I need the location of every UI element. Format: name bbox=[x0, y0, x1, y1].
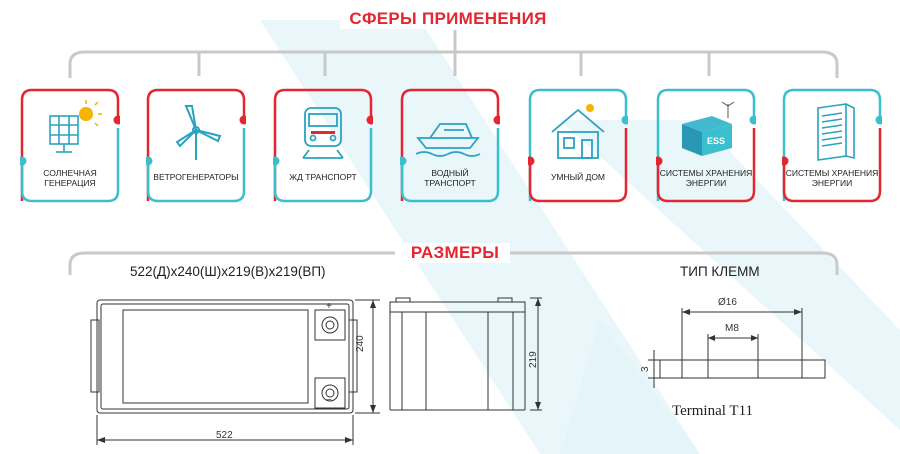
application-card-label-line: ВЕТРОГЕНЕРАТОРЫ bbox=[153, 172, 239, 182]
application-card-label-line: СОЛНЕЧНАЯ bbox=[43, 168, 97, 178]
height-dimension-label: 219 bbox=[528, 351, 539, 368]
applications-heading: СФЕРЫ ПРИМЕНЕНИЯ bbox=[340, 9, 556, 29]
application-card-label-line: УМНЫЙ ДОМ bbox=[550, 172, 606, 182]
application-card-label: УМНЫЙ ДОМ bbox=[528, 172, 628, 182]
wind-turbine-icon bbox=[175, 105, 222, 160]
length-dimension-label: 522 bbox=[216, 430, 233, 441]
dimensions-heading: РАЗМЕРЫ bbox=[400, 243, 510, 263]
overall-dimensions-text: 522(Д)x240(Ш)x219(В)x219(ВП) bbox=[130, 264, 326, 279]
application-card-label-line: ВОДНЫЙ bbox=[431, 168, 469, 178]
application-card-label-line: ЭНЕРГИИ bbox=[685, 178, 727, 188]
terminal-type-title: ТИП КЛЕММ bbox=[680, 264, 760, 279]
server-rack-icon bbox=[817, 103, 855, 161]
terminal-caption: Terminal T11 bbox=[672, 403, 754, 419]
boat-icon bbox=[415, 123, 481, 157]
smart-home-icon bbox=[551, 104, 605, 159]
applications-connector bbox=[68, 30, 839, 78]
plus-terminal-mark: + bbox=[326, 301, 332, 312]
application-card-label-line: ЖД ТРАНСПОРТ bbox=[289, 172, 357, 182]
minus-terminal-mark: − bbox=[326, 395, 332, 406]
battery-top-view bbox=[90, 299, 380, 445]
application-card-2: ВЕТРОГЕНЕРАТОРЫ bbox=[146, 88, 246, 203]
svg-text:ESS: ESS bbox=[707, 136, 725, 146]
application-card-5: УМНЫЙ ДОМ bbox=[528, 88, 628, 203]
application-card-label-line: ТРАНСПОРТ bbox=[424, 178, 476, 188]
terminal-thread-label: M8 bbox=[725, 323, 739, 334]
width-dimension-label: 240 bbox=[355, 335, 366, 352]
solar-panel-icon bbox=[49, 100, 102, 153]
battery-side-view bbox=[389, 297, 542, 411]
application-card-label-line: СИСТЕМЫ ХРАНЕНИЯ bbox=[659, 168, 753, 178]
application-card-label-line: ГЕНЕРАЦИЯ bbox=[44, 178, 96, 188]
application-card-label: ЖД ТРАНСПОРТ bbox=[273, 172, 373, 182]
train-icon bbox=[302, 107, 344, 159]
application-card-3: ЖД ТРАНСПОРТ bbox=[273, 88, 373, 203]
ess-container-icon: ESS bbox=[682, 101, 735, 156]
terminal-thickness-label: 3 bbox=[640, 366, 651, 372]
terminal-t11-diagram bbox=[648, 308, 826, 388]
application-card-label: ВЕТРОГЕНЕРАТОРЫ bbox=[146, 172, 246, 182]
terminal-diameter-label: Ø16 bbox=[718, 297, 737, 308]
application-card-label-line: ЭНЕРГИИ bbox=[811, 178, 853, 188]
dimensions-connector bbox=[68, 251, 839, 275]
application-card-label-line: СИСТЕМЫ ХРАНЕНИЯ bbox=[785, 168, 879, 178]
